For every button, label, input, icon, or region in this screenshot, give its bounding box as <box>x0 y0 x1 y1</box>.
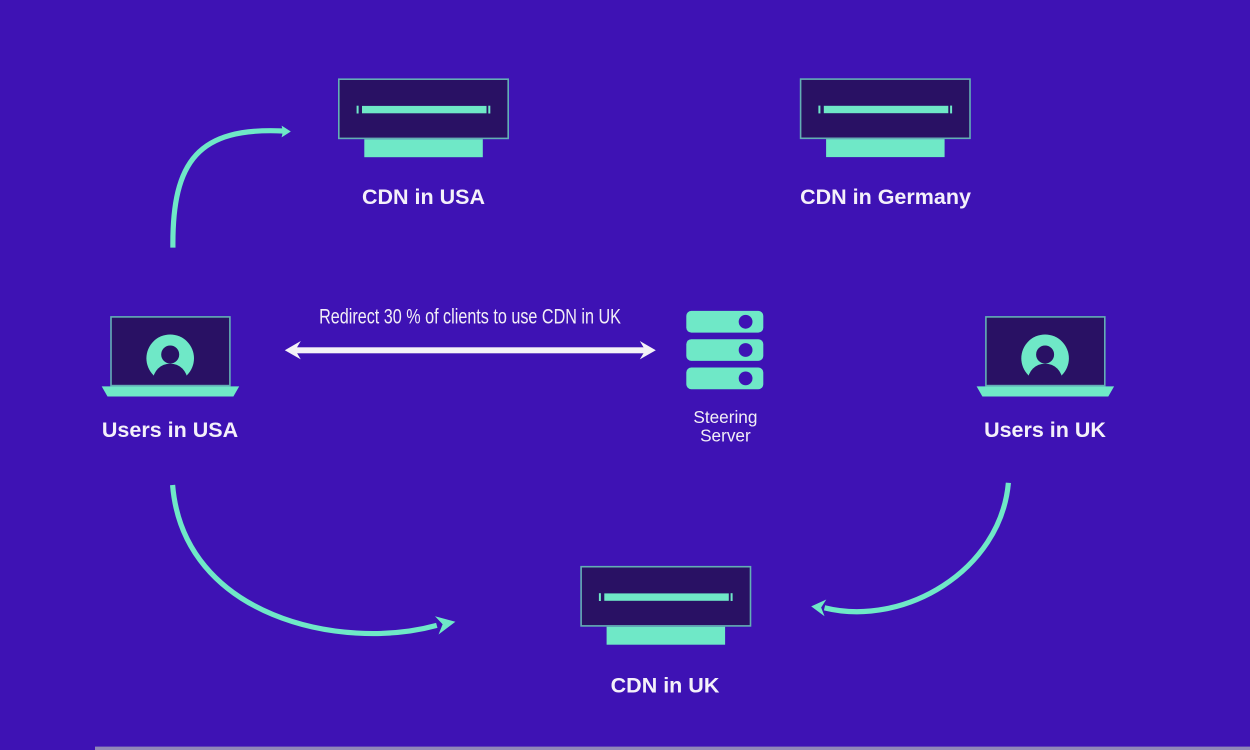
svg-text:Users in UK: Users in UK <box>984 418 1106 442</box>
svg-text:CDN in USA: CDN in USA <box>362 185 485 209</box>
svg-text:Server: Server <box>700 426 751 446</box>
svg-text:CDN in Germany: CDN in Germany <box>800 185 971 209</box>
svg-text:Users in USA: Users in USA <box>102 418 238 442</box>
svg-text:Redirect 30 % of clients to us: Redirect 30 % of clients to use CDN in U… <box>319 305 621 329</box>
svg-text:CDN in UK: CDN in UK <box>611 674 720 698</box>
svg-text:Steering: Steering <box>693 407 757 427</box>
